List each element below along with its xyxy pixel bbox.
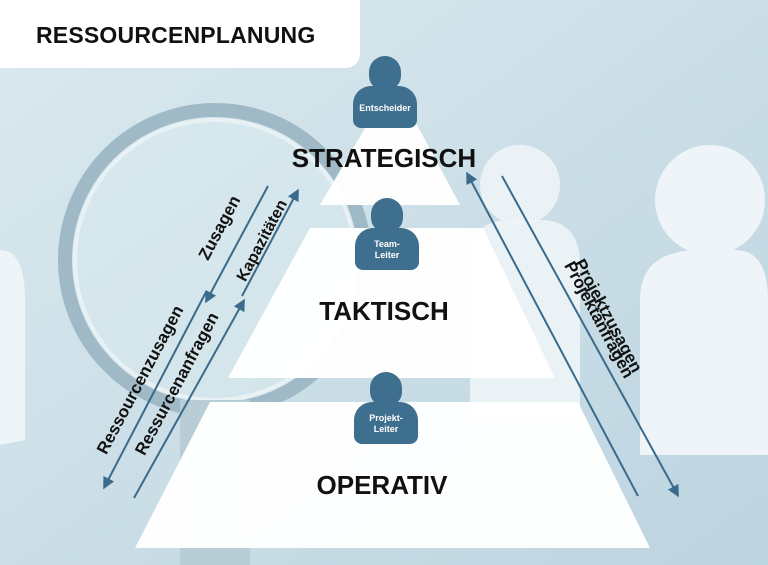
pyramid [135, 80, 650, 548]
person-icon-projektleiter: Projekt- Leiter [354, 372, 418, 448]
role-label-entscheider: Entscheider [353, 86, 417, 128]
arrow-ressourcenzusagen [103, 291, 207, 490]
pyramid-middle [228, 228, 555, 378]
pyramid-bottom [135, 402, 650, 548]
page-title: RESSOURCENPLANUNG [36, 22, 316, 48]
person-head-icon [369, 56, 401, 90]
person-head-icon [371, 198, 403, 232]
figure-decoration-left [0, 250, 25, 445]
person-icon-teamleiter: Team- Leiter [355, 198, 419, 274]
arrow-ressurcenanfragen [133, 298, 245, 499]
person-icon-entscheider: Entscheider [353, 56, 417, 132]
role-label-teamleiter: Team- Leiter [355, 228, 419, 270]
arrow-projektanfragen [466, 171, 639, 497]
arrow-zusagen [205, 185, 269, 304]
title-box: RESSOURCENPLANUNG [0, 0, 360, 68]
level-label-operativ: OPERATIV [316, 470, 448, 500]
pyramid-top [320, 80, 460, 205]
role-label-projektleiter: Projekt- Leiter [354, 402, 418, 444]
arrow-projektzusagen [501, 175, 679, 498]
level-label-strategisch: STRATEGISCH [291, 143, 477, 173]
arrows [103, 171, 679, 499]
level-label-taktisch: TAKTISCH [319, 296, 449, 326]
person-head-icon [370, 372, 402, 406]
arrow-kapazitaeten [241, 188, 299, 297]
